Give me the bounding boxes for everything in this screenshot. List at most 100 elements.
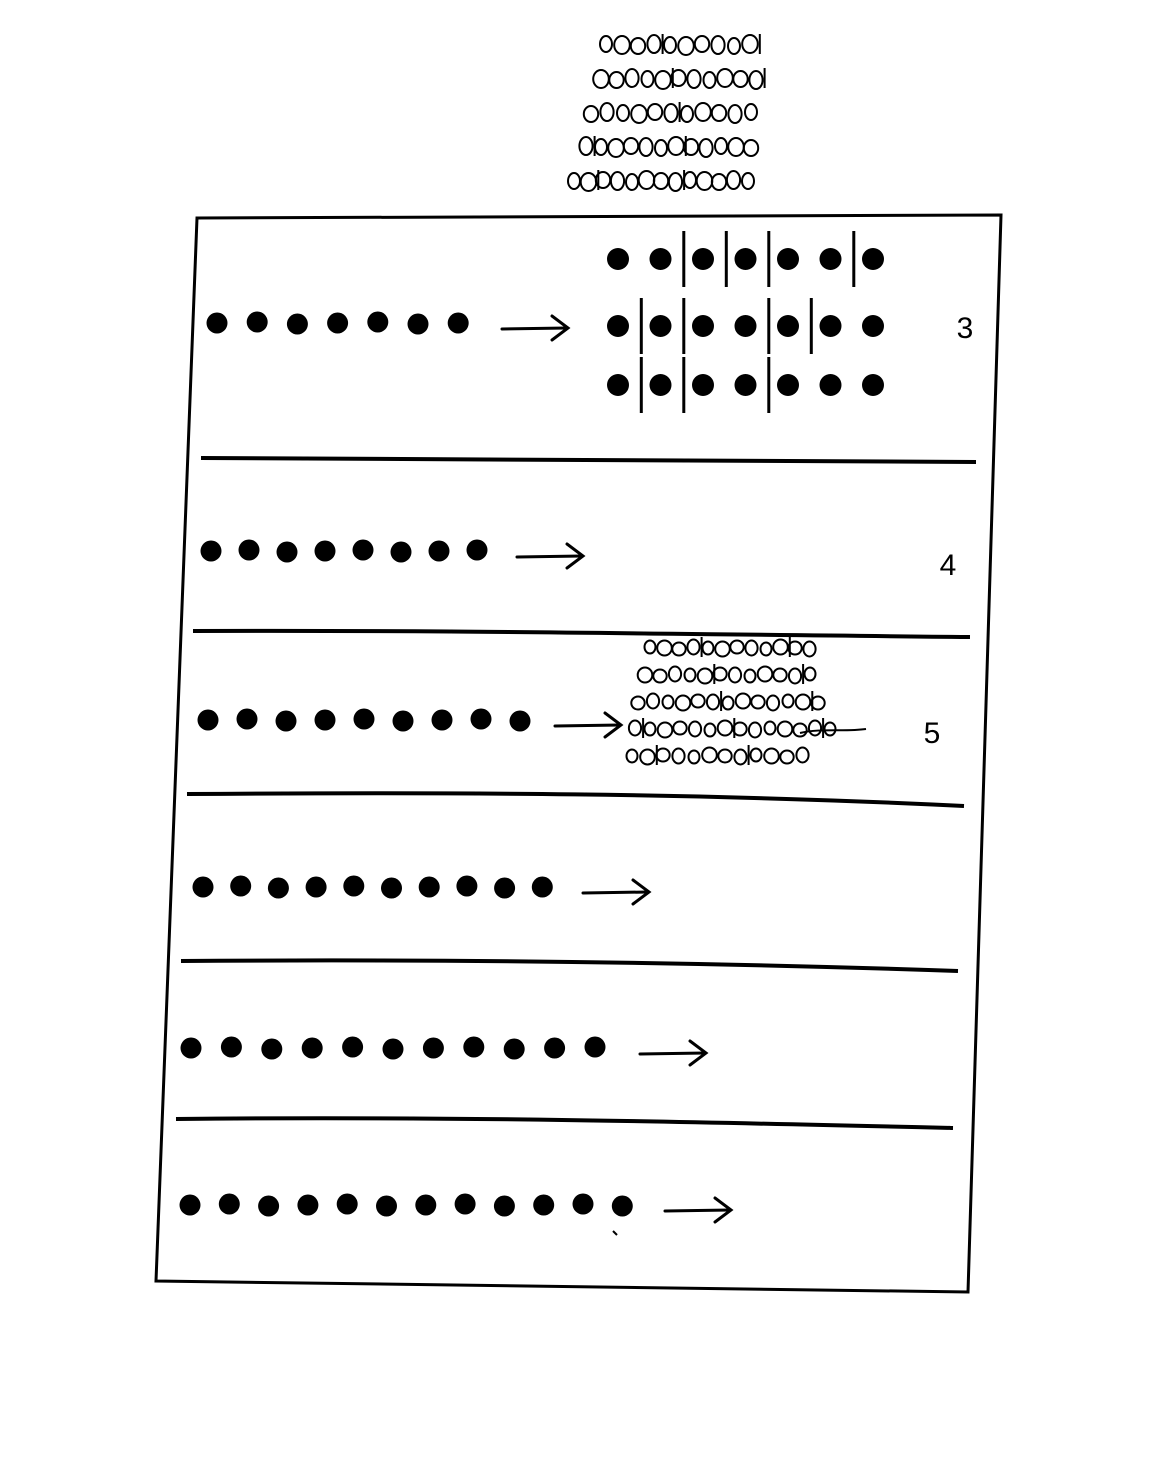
arrow-head <box>565 542 586 570</box>
arrow-shaft <box>581 890 650 895</box>
scribble-circle <box>686 69 702 89</box>
grouped-dot <box>692 248 714 270</box>
row-dot <box>494 877 516 899</box>
scribble-circle <box>810 695 826 711</box>
scribble-circle <box>727 666 743 684</box>
grouped-dot <box>607 315 629 337</box>
scribble-circle <box>744 103 758 121</box>
row-dot <box>192 876 214 898</box>
worksheet-frame <box>154 213 1003 1294</box>
scribble-circle <box>776 720 794 738</box>
worksheet-row <box>179 1193 734 1224</box>
scribble-circle <box>710 173 728 191</box>
row-dot <box>584 1036 606 1058</box>
scribble-circle <box>717 748 733 764</box>
scribble-circle <box>765 694 781 712</box>
scribble-circle <box>661 694 675 710</box>
arrow-head <box>688 1039 709 1067</box>
grouped-dot <box>649 315 672 337</box>
grouped-dot <box>862 374 884 396</box>
scribble-circle <box>823 721 837 737</box>
scribble-circle <box>677 36 695 56</box>
scribble-circle <box>779 749 795 765</box>
arrow-head <box>631 878 652 906</box>
row-divider <box>175 1116 954 1130</box>
scribble-circle <box>763 720 777 736</box>
scribble-circle <box>807 719 823 737</box>
row-dividers <box>175 456 977 1130</box>
row-dot <box>509 710 531 732</box>
row-dot <box>611 1195 633 1217</box>
row-dot <box>297 1194 319 1216</box>
arrow-head <box>550 314 571 342</box>
scribble-circle <box>693 35 711 53</box>
row-divider <box>186 791 965 808</box>
scribble-circle <box>794 693 812 711</box>
row-dot <box>572 1193 594 1215</box>
row-dot <box>431 709 453 731</box>
scribble-circle <box>667 136 685 156</box>
grouped-dot <box>777 248 799 270</box>
scribble-circle <box>683 171 697 189</box>
scribble-circle <box>667 172 684 192</box>
row-dot <box>206 312 228 334</box>
scribble-circle <box>646 103 664 121</box>
scribble-circle <box>727 104 743 124</box>
scribble-circle <box>749 747 763 763</box>
scribble-circle <box>716 68 734 88</box>
row-dot <box>503 1038 525 1060</box>
scribble-circle <box>671 641 687 657</box>
scribble-circle <box>636 666 654 684</box>
scribble-circle <box>672 720 688 736</box>
scribble-circle <box>645 692 661 710</box>
scribble-circle <box>624 68 640 88</box>
scribble-circle <box>729 639 745 655</box>
row-dot <box>470 708 492 730</box>
arrow-shaft <box>515 554 584 559</box>
scribble-circle <box>703 722 717 738</box>
scribble-circle <box>630 695 646 711</box>
scribble-circle <box>756 665 774 683</box>
arrow-icon <box>515 542 586 570</box>
scribble-circle <box>654 139 668 157</box>
scribble-circle <box>710 35 726 55</box>
row-dot <box>220 1036 242 1058</box>
row-dot <box>428 540 450 562</box>
scribble-circle <box>742 139 760 157</box>
scribble-circle <box>683 667 697 683</box>
scribble-circle <box>630 104 648 124</box>
scribble-circle <box>732 721 748 737</box>
scribble-circle <box>803 666 817 682</box>
scribble-circle <box>792 722 808 738</box>
grouped-dot-row <box>607 357 884 413</box>
arrow-shaft <box>553 723 622 728</box>
row-dot <box>267 877 289 899</box>
row-number-label: 4 <box>940 549 957 582</box>
row-dot <box>343 875 365 897</box>
row-dot <box>342 1036 364 1058</box>
row-divider <box>192 628 971 639</box>
scribble-circle <box>763 747 780 765</box>
row-dot <box>390 541 412 563</box>
row-number-label: 3 <box>957 312 974 345</box>
scribble-circle <box>622 137 640 155</box>
scribble-circle <box>734 692 752 710</box>
row-dot <box>314 540 336 562</box>
arrow-head <box>603 711 624 739</box>
row-dot <box>381 877 402 899</box>
scribble-circle <box>710 104 728 122</box>
grouped-dot-row <box>607 298 884 354</box>
worksheet-row <box>192 875 652 906</box>
row-dot <box>376 1195 397 1217</box>
stray-mark <box>612 1230 618 1236</box>
scribble-circle <box>656 721 674 739</box>
scribble-circle <box>787 640 803 656</box>
scribble-circle <box>578 136 594 156</box>
grouped-dot <box>649 374 672 396</box>
scribble-circle <box>638 137 654 157</box>
row-dot <box>493 1195 515 1217</box>
row-dot <box>447 312 469 334</box>
scribble-circles-top <box>567 34 766 192</box>
grouped-dot <box>607 248 629 270</box>
